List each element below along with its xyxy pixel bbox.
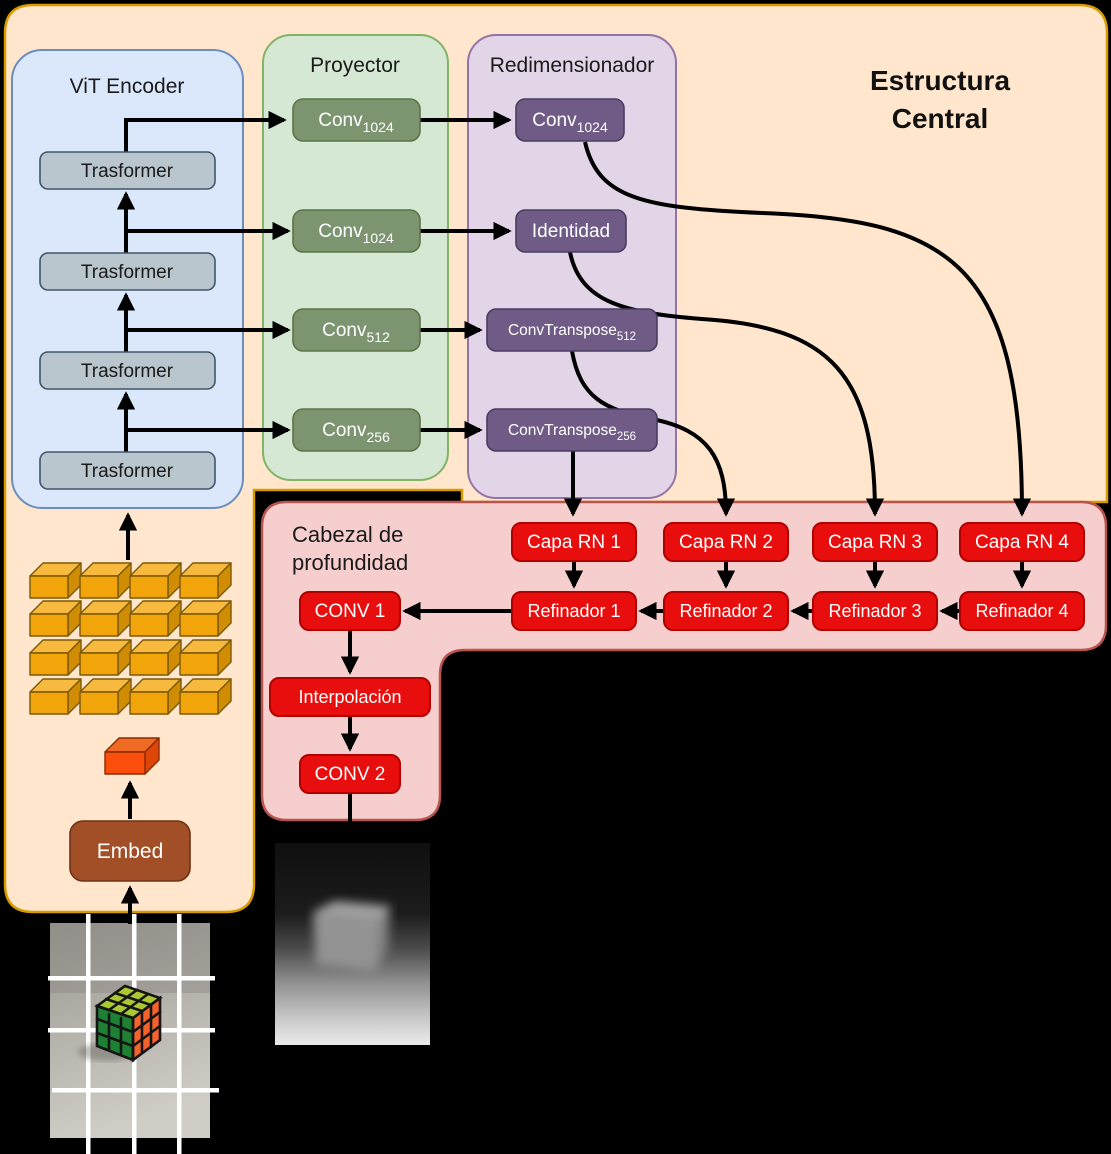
projector-conv256-label: Conv256	[322, 420, 390, 445]
projector-label: Proyector	[310, 54, 400, 77]
resizer-label: Redimensionador	[490, 54, 655, 77]
refinador-4-label: Refinador 4	[975, 601, 1068, 621]
depth-head-container	[260, 500, 1108, 822]
projector-conv1024-a-label: Conv1024	[318, 110, 394, 135]
interpolacion-label: Interpolación	[298, 687, 401, 707]
capa-rn-3-label: Capa RN 3	[828, 532, 922, 553]
transformer-block-4	[39, 451, 216, 490]
projector-conv1024-b-label: Conv1024	[318, 221, 394, 246]
conv1-label: CONV 1	[315, 601, 386, 622]
transformer-block-2	[39, 252, 216, 291]
conv1-box	[299, 591, 401, 631]
diagram-title-line1: Estructura	[870, 65, 1010, 96]
capa-rn-4-box	[959, 522, 1085, 562]
conv2-box	[299, 754, 401, 794]
resizer-identity-box	[515, 209, 627, 253]
refinador-3-box	[812, 591, 938, 631]
refinador-1-box	[511, 591, 637, 631]
resizer-convtranspose256-box	[486, 408, 658, 452]
transformer-block-1	[39, 151, 216, 190]
projector-to-resizer-arrows	[420, 110, 512, 440]
depth-head-label-line1: Cabezal de	[292, 522, 403, 547]
projector-conv512-label: Conv512	[322, 320, 390, 345]
resizer-identity-label: Identidad	[532, 221, 610, 242]
transformer-block-4-label: Trasformer	[81, 461, 174, 482]
embed-label: Embed	[97, 840, 164, 863]
embed-box	[69, 820, 191, 882]
resizer-convtranspose256-label: ConvTranspose256	[508, 422, 636, 443]
input-image	[48, 885, 219, 1154]
transformer-block-3-label: Trasformer	[81, 361, 174, 382]
projector-conv1024-a-box	[292, 98, 421, 142]
capa-rn-2-box	[663, 522, 789, 562]
vit-encoder-label: ViT Encoder	[70, 75, 185, 98]
resizer-conv1024-label: Conv1024	[532, 110, 608, 135]
capa-rn-1-label: Capa RN 1	[527, 532, 621, 553]
resizer-convtranspose512-label: ConvTranspose512	[508, 322, 636, 343]
depth-map-image	[275, 843, 430, 1045]
projector-boxes: Conv1024 Conv1024 Conv512 Conv256	[292, 98, 421, 452]
resizer-convtranspose512-box	[486, 308, 658, 352]
projector-conv512-box	[292, 308, 421, 352]
refinador-4-box	[959, 591, 1085, 631]
resizer-boxes: Conv1024 Identidad ConvTranspose512 Conv…	[486, 98, 658, 452]
diagram-title-line2: Central	[892, 103, 988, 134]
refinador-3-label: Refinador 3	[828, 601, 921, 621]
refinador-2-label: Refinador 2	[679, 601, 772, 621]
resizer-conv1024-box	[515, 98, 625, 142]
capa-rn-2-label: Capa RN 2	[679, 532, 773, 553]
refinador-1-label: Refinador 1	[527, 601, 620, 621]
transformer-blocks: Trasformer Trasformer Trasformer Trasfor…	[39, 151, 216, 490]
embedded-patch-cube	[104, 737, 160, 775]
projector-conv256-box	[292, 408, 421, 452]
depth-head-label-line2: profundidad	[292, 550, 408, 575]
capa-rn-4-label: Capa RN 4	[975, 532, 1069, 553]
interpolacion-box	[269, 677, 431, 717]
capa-rn-1-box	[511, 522, 637, 562]
transformer-block-2-label: Trasformer	[81, 262, 174, 283]
depth-head-arrows	[340, 561, 1032, 843]
capa-rn-3-box	[812, 522, 938, 562]
transformer-block-3	[39, 351, 216, 390]
transformer-block-1-label: Trasformer	[81, 161, 174, 182]
projector-container	[262, 34, 449, 481]
encoder-flow-arrows	[116, 110, 291, 560]
depth-head-boxes: Capa RN 1 Capa RN 2 Capa RN 3 Capa RN 4 …	[269, 522, 1085, 794]
projector-conv1024-b-box	[292, 209, 421, 253]
conv2-label: CONV 2	[315, 764, 386, 785]
refinador-2-box	[663, 591, 789, 631]
rubik-cube	[78, 984, 163, 1063]
